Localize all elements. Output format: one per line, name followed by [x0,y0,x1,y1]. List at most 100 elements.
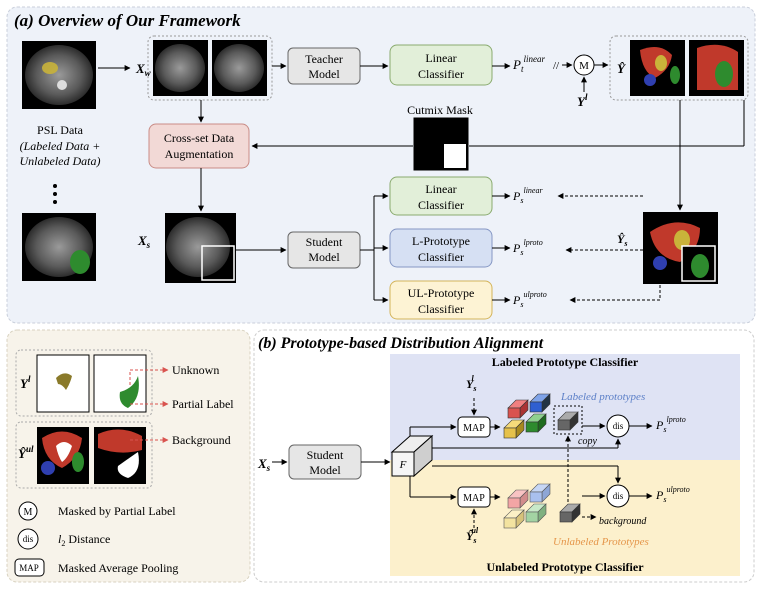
ul-prototype-classifier-label-1: UL-Prototype [408,286,475,300]
teacher-linear-classifier-label-1: Linear [425,51,456,65]
ps-ulproto-label: Psulproto [512,290,547,309]
y-hat-label: Ŷ [617,61,626,76]
ps-lproto-label: Pslproto [512,238,543,257]
y-hat-mask-2 [689,40,744,96]
panel-b-title: (b) Prototype-based Distribution Alignme… [258,335,544,352]
labeled-background-prototype-highlight [553,405,583,435]
xs-ct-image [165,213,236,283]
labeled-prototype-red [507,399,529,419]
cutmix-mask-image [413,117,469,171]
psl-data-subtitle-1: (Labeled Data + [20,139,101,153]
xw-ct-image-2 [212,40,267,96]
legend-unknown-label: Unknown [172,363,219,377]
unlabeled-prototypes-label: Unlabeled Prototypes [553,536,649,548]
unlabeled-prototypes [503,483,581,529]
unlabeled-prototype-yellow [503,509,525,529]
panel-b-dashed-arrows [471,398,597,528]
labeled-prototypes [503,393,579,439]
panel-b-student-model-label-1: Student [307,448,344,462]
legend-yul-image-2 [94,427,146,484]
unlabeled-classifier-title: Unlabeled Prototype Classifier [486,560,644,574]
legend-dis-symbol [17,528,39,550]
legend-masked-symbol [18,501,38,521]
y-hat-s-label: Ŷs [617,232,627,248]
legend-yl-image-2 [93,354,147,413]
psl-ct-image-2 [22,213,96,281]
teacher-model-label-1: Teacher [305,52,343,66]
panel-b-arrows [272,423,653,500]
unlabeled-dis-label: dis [613,491,624,501]
y-hat-mask-1 [630,40,685,96]
xs-label: Xs [137,233,151,250]
unlabeled-prototype-green [525,503,547,523]
teacher-linear-classifier-label-2: Classifier [418,67,464,81]
legend-masked-symbol-text: M [24,507,33,518]
labeled-map-label: MAP [463,423,485,434]
ps-lproto-output: Pslproto [655,415,686,434]
labeled-prototype-yellow [503,419,525,439]
unlabeled-prototype-red [507,489,529,509]
legend-red-arrows [129,367,169,443]
cross-set-augmentation-label-2: Augmentation [165,147,234,161]
feature-f-label: F [399,459,407,471]
y-hat-image-group [609,35,749,101]
ps-ulproto-output: Psulproto [655,485,690,504]
legend-dis-desc: l2 Distance [58,532,110,548]
legend-yul-image-1 [37,427,89,484]
panel-b-xs-label: Xs [257,456,271,473]
legend-map-desc: Masked Average Pooling [58,561,178,575]
xw-ct-image-1 [153,40,208,96]
panel-a-dashed-arrows [557,193,661,303]
ellipsis-dots [53,184,57,204]
psl-data-subtitle-2: Unlabeled Data) [20,154,101,168]
l-prototype-classifier-label-1: L-Prototype [412,234,470,248]
background-prototype-label: background [599,516,647,527]
labeled-prototypes-label: Labeled prototypes [560,391,645,403]
student-linear-classifier-label-1: Linear [425,182,456,196]
teacher-model-label-2: Model [308,67,340,81]
legend-masked-desc: Masked by Partial Label [58,504,176,518]
cutmix-mask-label: Cutmix Mask [407,103,473,117]
ysul-label: Ŷsul [466,526,479,545]
y-l-label: Yl [577,92,588,109]
legend-background-label: Background [172,433,231,447]
cross-set-augmentation-box [148,123,250,169]
pt-linear-label: Ptlinear [512,54,545,74]
labeled-prototype-green [525,413,547,433]
unlabeled-map-label: MAP [463,493,485,504]
copy-label: copy [578,436,597,447]
student-model-label-2: Model [308,250,340,264]
feature-map-f [390,434,434,478]
panel-a-title: (a) Overview of Our Framework [14,11,241,30]
unlabeled-prototype-blue [529,483,551,503]
l-prototype-classifier-label-2: Classifier [418,250,464,264]
ps-linear-label: Pslinear [512,186,543,205]
xw-image-group [147,35,273,101]
labeled-classifier-title: Labeled Prototype Classifier [492,355,639,369]
labeled-prototype-blue [529,393,551,413]
y-hat-s-mask [643,212,718,284]
psl-data-label: PSL Data [37,123,84,137]
legend-map-symbol-text: MAP [19,563,39,573]
ysl-label: Ysl [466,374,476,393]
legend-yul-label: Ŷul [18,444,34,461]
legend-partial-label: Partial Label [172,397,234,411]
labeled-dis-label: dis [613,421,624,431]
labeled-prototype-gray [557,411,579,431]
legend-dis-symbol-text: dis [23,534,34,544]
panel-a-arrows [98,62,745,303]
legend-yl-image-1 [36,354,90,413]
unlabeled-prototype-gray [559,503,581,523]
legend-map-symbol [14,558,45,577]
xw-label: Xw [135,61,152,78]
ul-prototype-classifier-label-2: Classifier [418,302,464,316]
legend-yul-group [15,421,153,489]
student-linear-classifier-label-2: Classifier [418,198,464,212]
labeled-classifier-region [390,354,740,460]
stop-gradient-mark: // [553,60,560,72]
cross-set-augmentation-label-1: Cross-set Data [164,131,235,145]
student-model-label-1: Student [306,235,343,249]
legend-yl-label: Yl [20,374,31,391]
panel-b-student-model-label-2: Model [309,463,341,477]
legend-yl-group [15,349,153,417]
